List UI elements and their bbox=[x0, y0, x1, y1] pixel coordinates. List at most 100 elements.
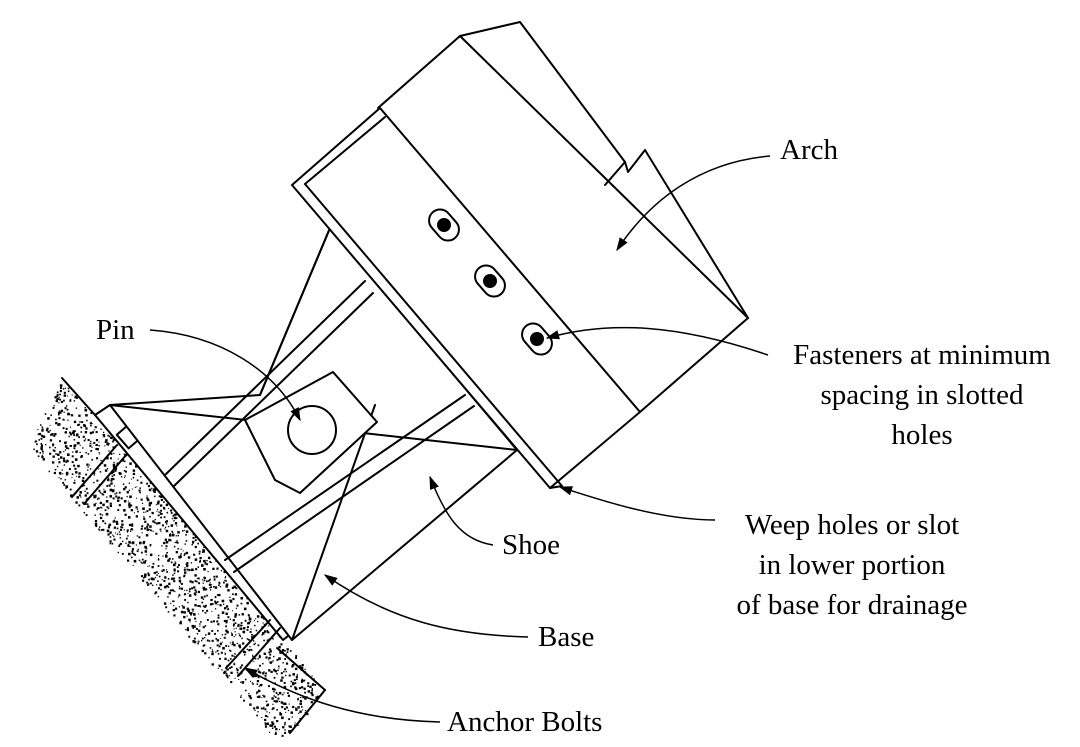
concrete-speckle bbox=[259, 671, 262, 674]
concrete-speckle bbox=[248, 692, 250, 695]
concrete-speckle bbox=[100, 529, 103, 531]
concrete-speckle bbox=[123, 509, 126, 512]
concrete-speckle bbox=[39, 452, 42, 454]
concrete-speckle bbox=[156, 584, 158, 586]
concrete-speckle bbox=[98, 441, 100, 443]
concrete-speckle bbox=[147, 485, 150, 488]
concrete-speckle bbox=[197, 566, 199, 568]
concrete-speckle bbox=[65, 427, 68, 430]
concrete-speckle bbox=[66, 459, 69, 463]
concrete-speckle bbox=[151, 487, 153, 489]
concrete-speckle bbox=[60, 400, 63, 403]
concrete-speckle bbox=[262, 622, 264, 624]
concrete-speckle bbox=[132, 564, 134, 566]
concrete-speckle bbox=[96, 507, 99, 510]
concrete-speckle bbox=[176, 566, 179, 568]
concrete-speckle bbox=[93, 495, 96, 499]
concrete-speckle bbox=[202, 609, 204, 612]
concrete-speckle bbox=[221, 669, 223, 671]
concrete-speckle bbox=[254, 709, 256, 711]
concrete-speckle bbox=[108, 450, 110, 452]
concrete-speckle bbox=[63, 464, 66, 466]
concrete-speckle bbox=[111, 478, 113, 480]
concrete-speckle bbox=[138, 536, 141, 539]
concrete-speckle bbox=[178, 564, 180, 567]
concrete-speckle bbox=[215, 651, 217, 653]
concrete-speckle bbox=[279, 712, 282, 715]
concrete-speckle bbox=[290, 711, 293, 714]
concrete-speckle bbox=[167, 559, 170, 562]
concrete-speckle bbox=[149, 544, 152, 546]
concrete-speckle bbox=[126, 491, 129, 494]
concrete-speckle bbox=[97, 497, 100, 500]
concrete-speckle bbox=[210, 620, 213, 623]
concrete-speckle bbox=[107, 533, 110, 536]
concrete-speckle bbox=[156, 510, 158, 512]
concrete-speckle bbox=[53, 450, 56, 452]
concrete-speckle bbox=[42, 453, 44, 455]
concrete-speckle bbox=[187, 556, 191, 559]
concrete-speckle bbox=[136, 486, 138, 488]
concrete-speckle bbox=[211, 610, 213, 612]
concrete-speckle bbox=[114, 468, 117, 471]
concrete-speckle bbox=[42, 450, 44, 453]
concrete-speckle bbox=[237, 624, 240, 627]
concrete-speckle bbox=[162, 565, 164, 567]
concrete-speckle bbox=[72, 430, 75, 433]
concrete-speckle bbox=[227, 659, 230, 662]
concrete-speckle bbox=[161, 571, 163, 573]
concrete-speckle bbox=[209, 589, 212, 591]
concrete-speckle bbox=[40, 443, 42, 445]
concrete-speckle bbox=[232, 633, 234, 635]
concrete-speckle bbox=[131, 550, 134, 553]
concrete-speckle bbox=[166, 552, 168, 554]
concrete-speckle bbox=[188, 594, 192, 597]
concrete-speckle bbox=[198, 553, 201, 555]
concrete-speckle bbox=[294, 682, 297, 684]
concrete-speckle bbox=[130, 542, 132, 544]
concrete-speckle bbox=[93, 429, 95, 431]
concrete-speckle bbox=[135, 506, 138, 509]
concrete-speckle bbox=[197, 590, 200, 594]
concrete-speckle bbox=[288, 703, 290, 705]
concrete-speckle bbox=[301, 678, 303, 680]
concrete-speckle bbox=[112, 478, 115, 481]
concrete-speckle bbox=[145, 554, 147, 556]
concrete-speckle bbox=[189, 621, 191, 623]
concrete-speckle bbox=[133, 470, 135, 472]
concrete-speckle bbox=[263, 671, 265, 673]
concrete-speckle bbox=[64, 407, 67, 410]
concrete-speckle bbox=[294, 686, 297, 689]
concrete-speckle bbox=[281, 706, 284, 708]
concrete-speckle bbox=[268, 669, 271, 672]
concrete-speckle bbox=[269, 724, 272, 727]
concrete-speckle bbox=[165, 503, 169, 507]
concrete-speckle bbox=[256, 693, 258, 695]
concrete-speckle bbox=[184, 567, 186, 569]
label-weep-line-2: in lower portion bbox=[758, 549, 946, 581]
concrete-speckle bbox=[270, 670, 273, 673]
concrete-speckle bbox=[136, 535, 138, 537]
concrete-speckle bbox=[218, 593, 221, 597]
concrete-speckle bbox=[246, 648, 249, 651]
concrete-speckle bbox=[152, 520, 155, 523]
concrete-speckle bbox=[36, 443, 38, 446]
concrete-speckle bbox=[148, 583, 150, 585]
concrete-speckle bbox=[173, 513, 176, 516]
concrete-speckle bbox=[203, 605, 207, 608]
concrete-speckle bbox=[157, 565, 160, 567]
concrete-speckle bbox=[109, 531, 112, 534]
concrete-speckle bbox=[198, 629, 201, 632]
concrete-speckle bbox=[168, 538, 171, 542]
concrete-speckle bbox=[179, 582, 181, 584]
concrete-speckle bbox=[213, 620, 215, 623]
concrete-speckle bbox=[279, 651, 282, 654]
concrete-speckle bbox=[144, 550, 146, 552]
concrete-speckle bbox=[66, 447, 68, 449]
concrete-speckle bbox=[227, 645, 230, 647]
concrete-speckle bbox=[149, 482, 152, 484]
concrete-speckle bbox=[114, 493, 116, 495]
concrete-speckle bbox=[215, 637, 218, 640]
concrete-speckle bbox=[143, 575, 147, 578]
concrete-speckle bbox=[256, 696, 258, 698]
